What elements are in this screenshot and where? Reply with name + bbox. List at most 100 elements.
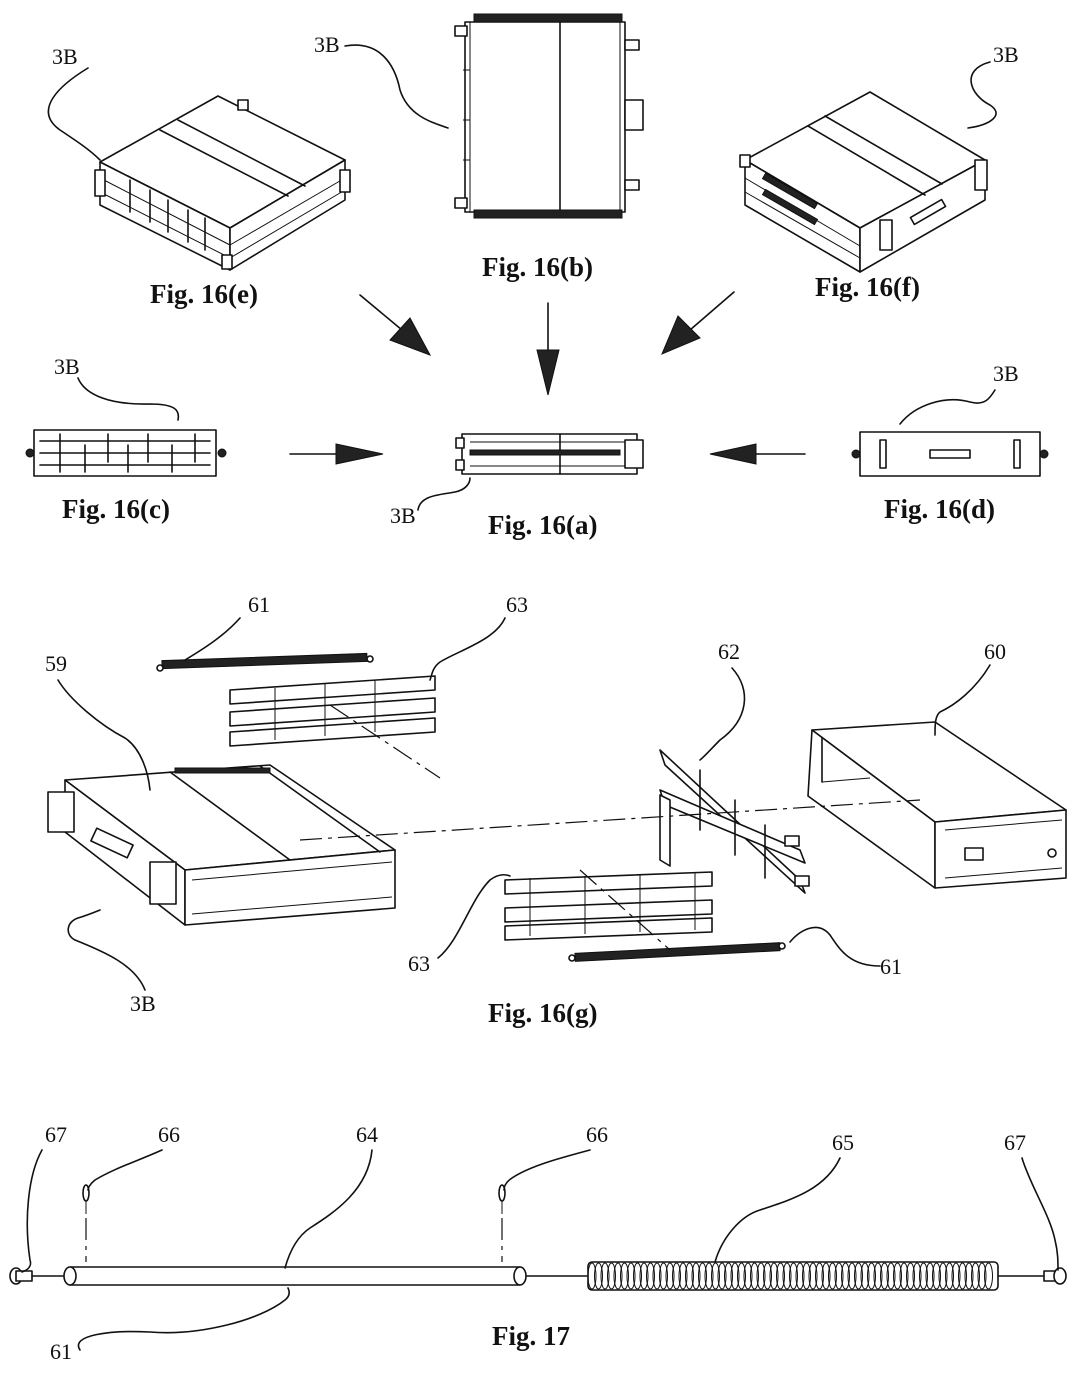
spring-coil: [971, 1262, 980, 1290]
part-63-rails-bottom: [504, 871, 713, 941]
spring-coil: [646, 1262, 655, 1290]
spring-coil: [776, 1262, 785, 1290]
spring-coil: [763, 1262, 772, 1290]
fig-16b-leader: [344, 44, 449, 129]
fig-16c-ref-label: 3B: [54, 354, 80, 379]
part-63-rails-top: [229, 675, 436, 747]
spring-coil: [873, 1262, 883, 1290]
fig-16d-ref-label: 3B: [993, 361, 1019, 386]
fig-16g-drawing: [47, 652, 1067, 962]
arrow-icon: [359, 294, 432, 356]
spring-coil: [769, 1262, 779, 1290]
spring-coil: [964, 1262, 974, 1290]
fig-16g-leader-59: [57, 679, 151, 791]
spring-coil: [977, 1262, 987, 1290]
fig-16c-caption: Fig. 16(c): [62, 494, 170, 524]
spring-coil: [730, 1262, 740, 1290]
spring-coil: [782, 1262, 792, 1290]
fig-17-leader-67-right: [1021, 1157, 1059, 1271]
fig-16a-caption: Fig. 16(a): [488, 510, 597, 540]
fig-16g-ref-63-bottom: 63: [408, 951, 430, 976]
part-60-cover: [807, 721, 1067, 889]
spring-coil: [815, 1262, 824, 1290]
fig-16e-ref-label: 3B: [52, 44, 78, 69]
spring-coil: [789, 1262, 798, 1290]
arrow-icon: [661, 291, 735, 355]
spring-coil: [899, 1262, 909, 1290]
spring-coil: [750, 1262, 759, 1290]
fig-16g-ref-60: 60: [984, 639, 1006, 664]
fig-17-leader-61: [77, 1287, 291, 1351]
fig-17-ref-65: 65: [832, 1130, 854, 1155]
spring-coil: [613, 1262, 623, 1290]
end-cap-icon: [9, 1267, 33, 1285]
spring-coil: [737, 1262, 746, 1290]
fig-17-ref-66-left: 66: [158, 1122, 180, 1147]
fig-17-ref-66-right: 66: [586, 1122, 608, 1147]
fig-16g-ref-61-top: 61: [248, 592, 270, 617]
spring-icon: [587, 1261, 999, 1291]
spring-coil: [633, 1262, 642, 1290]
spring-coil: [594, 1262, 603, 1290]
fig-16c-drawing: [25, 429, 227, 477]
spring-coil: [958, 1262, 967, 1290]
fig-17-ref-64: 64: [356, 1122, 378, 1147]
fig-16f-leader: [967, 61, 997, 129]
spring-coil: [945, 1262, 954, 1290]
fig-16g-leader-61-top: [184, 617, 241, 661]
fig-17-leader-67-left: [21, 1149, 43, 1273]
spring-coil: [938, 1262, 948, 1290]
fig-16g-leader-60: [934, 664, 991, 736]
fig-16f-caption: Fig. 16(f): [815, 272, 920, 302]
end-cap-icon: [1043, 1267, 1067, 1285]
fig-16g-ref-63-top: 63: [506, 592, 528, 617]
spring-coil: [698, 1262, 707, 1290]
fig-16b-drawing: [454, 13, 644, 219]
spring-coil: [724, 1262, 733, 1290]
fig-17-ref-67-right: 67: [1004, 1130, 1026, 1155]
spring-coil: [607, 1262, 616, 1290]
spring-coil: [847, 1262, 857, 1290]
fig-16f-ref-label: 3B: [993, 42, 1019, 67]
spring-coil: [841, 1262, 850, 1290]
fig-17-drawing: [9, 1184, 1067, 1291]
arrow-icon: [289, 443, 384, 465]
spring-coil: [828, 1262, 837, 1290]
arrow-icon: [709, 443, 806, 465]
fig-16g-caption: Fig. 16(g): [488, 998, 597, 1028]
spring-coil: [600, 1262, 610, 1290]
fig-17-leader-66-right: [503, 1149, 591, 1191]
fig-16e-caption: Fig. 16(e): [150, 279, 258, 309]
fig-16f-drawing: [739, 91, 988, 273]
fig-16d-drawing: [851, 431, 1049, 477]
spring-coil: [672, 1262, 681, 1290]
spring-coil: [932, 1262, 941, 1290]
spring-coil: [691, 1262, 701, 1290]
pin-icon: [498, 1184, 506, 1262]
fig-17-caption: Fig. 17: [492, 1321, 570, 1351]
spring-coil: [717, 1262, 727, 1290]
spring-coil: [951, 1262, 961, 1290]
spring-coil: [704, 1262, 714, 1290]
fig-16g-leader-63-top: [429, 617, 506, 681]
spring-coil: [652, 1262, 662, 1290]
spring-coil: [678, 1262, 688, 1290]
fig-16d-caption: Fig. 16(d): [884, 494, 995, 524]
spring-coil: [984, 1262, 993, 1290]
fig-16a-ref-label: 3B: [390, 503, 416, 528]
spring-coil: [808, 1262, 818, 1290]
spring-coil: [620, 1262, 629, 1290]
spring-coil: [912, 1262, 922, 1290]
spring-coil: [834, 1262, 844, 1290]
fig-16g-ref-61-bottom: 61: [880, 954, 902, 979]
fig-16g-leader-3b: [67, 909, 146, 991]
spring-coil: [867, 1262, 876, 1290]
spring-coil: [802, 1262, 811, 1290]
fig-16e-leader: [47, 67, 101, 161]
fig-16g-ref-59: 59: [45, 651, 67, 676]
fig-16b-ref-label: 3B: [314, 32, 340, 57]
spring-coil: [795, 1262, 805, 1290]
spring-coil: [925, 1262, 935, 1290]
fig-16a-leader: [417, 477, 471, 511]
